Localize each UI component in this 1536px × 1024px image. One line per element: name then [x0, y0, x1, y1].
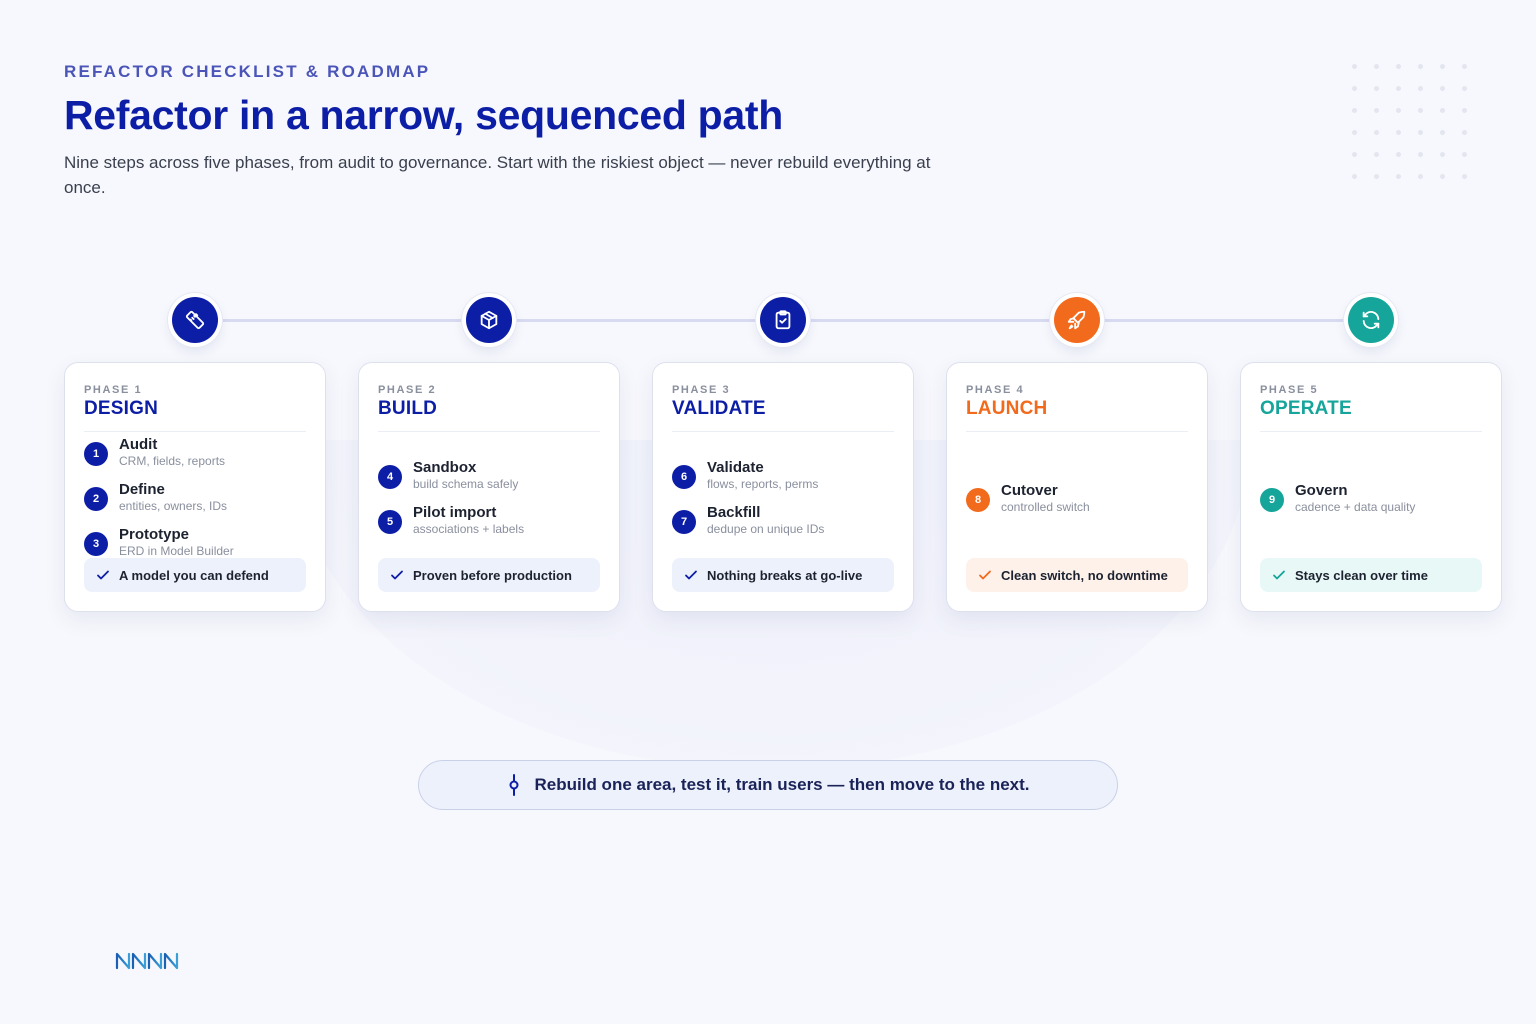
step-name: Cutover	[1001, 482, 1058, 499]
phase-name: DESIGN	[84, 398, 159, 419]
step-desc: dedupe on unique IDs	[707, 522, 825, 536]
ruler-icon	[185, 310, 205, 330]
step-number: 8	[966, 488, 990, 512]
clipboard-check-icon	[775, 310, 791, 330]
step-name: Sandbox	[413, 459, 477, 476]
step-desc: ERD in Model Builder	[119, 544, 234, 558]
outcome-text: Proven before production	[413, 567, 572, 583]
check-icon	[391, 570, 403, 580]
card-divider	[672, 431, 894, 432]
step-item: 7 Backfill dedupe on unique IDs	[672, 504, 824, 537]
step-desc: associations + labels	[413, 522, 525, 536]
phase-card-operate: PHASE 5 OPERATE 9 Govern cadence + data …	[1240, 362, 1502, 612]
step-name: Define	[119, 481, 165, 498]
phase-label: PHASE 5	[1260, 384, 1319, 396]
phase-card-design: PHASE 1 DESIGN 1 Audit CRM, fields, repo…	[64, 362, 326, 612]
step-item: 3 Prototype ERD in Model Builder	[84, 526, 234, 559]
card-divider	[966, 431, 1188, 432]
page-title: Refactor in a narrow, sequenced path	[64, 92, 784, 138]
outcome-text: A model you can defend	[119, 567, 269, 583]
step-number: 6	[672, 465, 696, 489]
box-icon	[480, 310, 498, 330]
outcome-badge: A model you can defend	[84, 558, 306, 592]
phase-name: VALIDATE	[672, 398, 766, 419]
phase-2-node	[466, 297, 512, 343]
outcome-text: Clean switch, no downtime	[1001, 567, 1168, 583]
phase-label: PHASE 4	[966, 384, 1025, 396]
phase-3-node	[760, 297, 806, 343]
step-desc: entities, owners, IDs	[119, 499, 228, 513]
step-item: 2 Define entities, owners, IDs	[84, 481, 227, 514]
footer-callout: Rebuild one area, test it, train users —…	[418, 760, 1118, 810]
step-item: 4 Sandbox build schema safely	[378, 459, 518, 492]
step-number: 3	[84, 532, 108, 556]
check-icon	[97, 570, 109, 580]
outcome-text: Stays clean over time	[1295, 567, 1428, 583]
step-name: Backfill	[707, 504, 761, 521]
card-divider	[84, 431, 306, 432]
eyebrow: REFACTOR CHECKLIST & ROADMAP	[64, 62, 431, 81]
step-desc: CRM, fields, reports	[119, 454, 226, 468]
step-desc: cadence + data quality	[1295, 500, 1416, 514]
refresh-icon	[1362, 311, 1380, 329]
card-divider	[1260, 431, 1482, 432]
step-number: 4	[378, 465, 402, 489]
phase-4-node	[1054, 297, 1100, 343]
step-number: 7	[672, 510, 696, 534]
phase-name: BUILD	[378, 398, 438, 419]
check-icon	[1273, 570, 1285, 580]
card-divider	[378, 431, 600, 432]
step-item: 1 Audit CRM, fields, reports	[84, 436, 225, 469]
step-number: 2	[84, 487, 108, 511]
outcome-badge: Proven before production	[378, 558, 600, 592]
step-number: 9	[1260, 488, 1284, 512]
rocket-icon	[1067, 310, 1086, 330]
step-item: 6 Validate flows, reports, perms	[672, 459, 818, 492]
footer-text: Rebuild one area, test it, train users —…	[534, 775, 1030, 794]
phase-card-build: PHASE 2 BUILD 4 Sandbox build schema saf…	[358, 362, 620, 612]
step-desc: flows, reports, perms	[707, 477, 819, 491]
step-name: Audit	[119, 436, 158, 453]
step-name: Prototype	[119, 526, 190, 543]
step-number: 1	[84, 442, 108, 466]
phase-card-launch: PHASE 4 LAUNCH 8 Cutover controlled swit…	[946, 362, 1208, 612]
commit-icon	[509, 774, 518, 796]
phase-label: PHASE 2	[378, 384, 437, 396]
step-name: Pilot import	[413, 504, 497, 521]
step-desc: controlled switch	[1001, 500, 1090, 514]
brand-logo	[115, 952, 179, 970]
phase-label: PHASE 3	[672, 384, 731, 396]
step-item: 9 Govern cadence + data quality	[1260, 482, 1415, 515]
outcome-badge: Stays clean over time	[1260, 558, 1482, 592]
step-number: 5	[378, 510, 402, 534]
step-item: 8 Cutover controlled switch	[966, 482, 1090, 515]
step-desc: build schema safely	[413, 477, 519, 491]
check-icon	[685, 570, 697, 580]
phase-1-node	[172, 297, 218, 343]
phase-5-node	[1348, 297, 1394, 343]
phase-name: LAUNCH	[966, 398, 1048, 419]
outcome-text: Nothing breaks at go-live	[707, 567, 863, 583]
check-icon	[979, 570, 991, 580]
outcome-badge: Clean switch, no downtime	[966, 558, 1188, 592]
step-name: Validate	[707, 459, 764, 476]
phase-card-validate: PHASE 3 VALIDATE 6 Validate flows, repor…	[652, 362, 914, 612]
outcome-badge: Nothing breaks at go-live	[672, 558, 894, 592]
step-name: Govern	[1295, 482, 1348, 499]
step-item: 5 Pilot import associations + labels	[378, 504, 524, 537]
phase-label: PHASE 1	[84, 384, 143, 396]
phase-name: OPERATE	[1260, 398, 1352, 419]
page-subtitle: Nine steps across five phases, from audi…	[64, 153, 931, 197]
decorative-dot-grid	[1346, 58, 1478, 190]
